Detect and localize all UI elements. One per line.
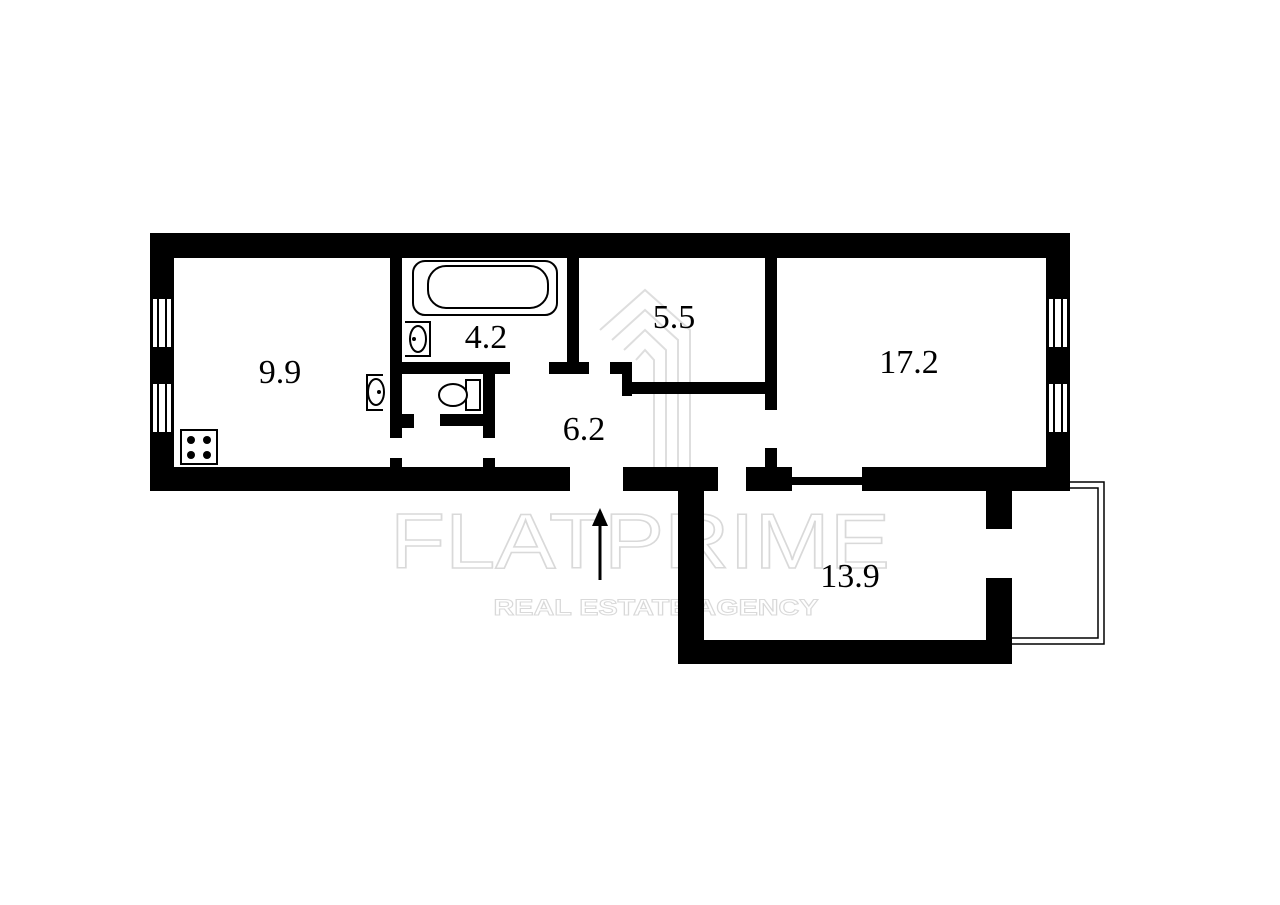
watermark-brand: FLATPRIME xyxy=(390,497,890,585)
bathtub-icon xyxy=(412,260,558,316)
sink-icon xyxy=(405,321,431,357)
room-area-kitchen: 9.9 xyxy=(259,354,302,391)
watermark: FLATPRIME REAL ESTATE AGENCY xyxy=(389,288,891,621)
window-kitchen-lower xyxy=(151,382,173,434)
room-labels: 9.9 4.2 5.5 6.2 17.2 13.9 xyxy=(259,299,939,595)
window-kitchen-upper xyxy=(151,297,173,349)
balcony xyxy=(1012,481,1105,645)
room-area-hallway: 6.2 xyxy=(563,411,606,448)
watermark-building-icon xyxy=(599,288,691,480)
stove-icon xyxy=(180,429,218,465)
toilet-icon xyxy=(438,379,481,411)
windows xyxy=(151,297,1069,485)
exterior-walls xyxy=(150,233,1070,664)
interior-walls xyxy=(390,258,777,468)
room-area-bathroom: 4.2 xyxy=(465,319,508,356)
room-area-storage: 5.5 xyxy=(653,299,696,336)
kitchen-sink-icon xyxy=(366,374,385,411)
watermark-tagline: REAL ESTATE AGENCY xyxy=(494,595,819,620)
fixtures xyxy=(180,260,558,465)
room-area-living-room: 17.2 xyxy=(879,344,939,381)
window-living-upper xyxy=(1047,297,1069,349)
room-area-bedroom: 13.9 xyxy=(820,558,880,595)
window-living-lower xyxy=(1047,382,1069,434)
balcony-door xyxy=(791,477,863,485)
entrance-arrow-icon xyxy=(592,508,608,580)
